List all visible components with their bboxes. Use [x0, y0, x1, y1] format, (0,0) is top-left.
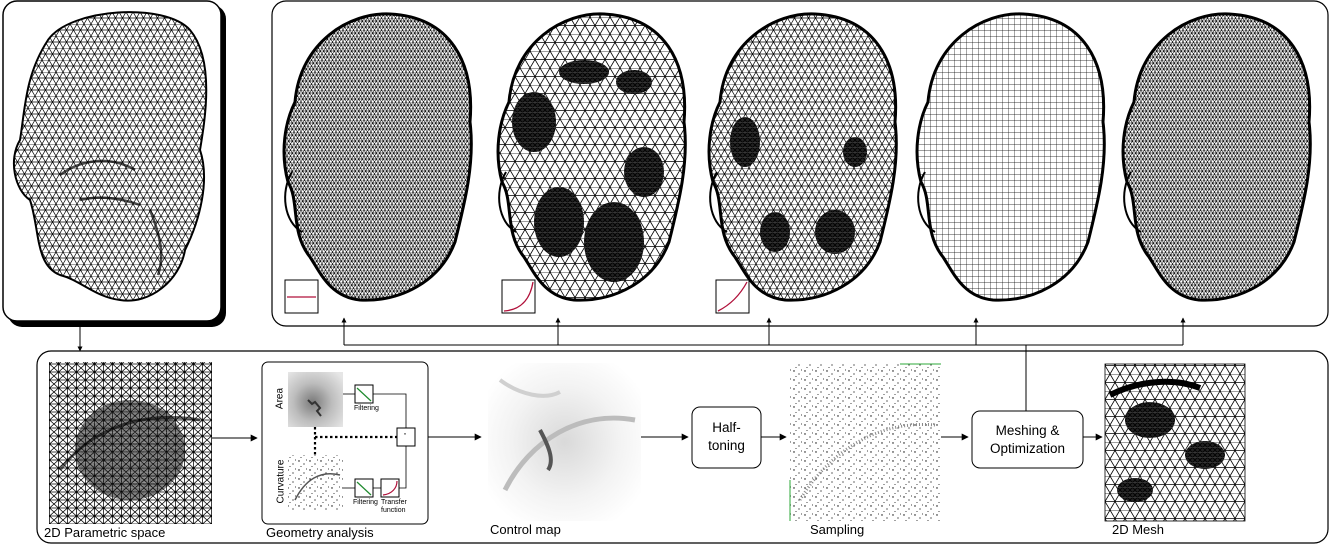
result-head-isotropic [1123, 14, 1310, 300]
stage-label-2d-mesh: 2D Mesh [1112, 522, 1164, 537]
result-heads [284, 14, 1310, 300]
result-head-uniform [284, 14, 471, 300]
combine-symbol: · [403, 426, 407, 440]
transfer-label-2: function [381, 507, 406, 515]
input-mesh-panel [3, 1, 226, 327]
stage-label-parametric: 2D Parametric space [44, 525, 165, 540]
result-head-adaptive-mild [709, 14, 896, 300]
sampling-image [790, 364, 941, 521]
area-label: Area [275, 379, 286, 419]
stage-label-sampling: Sampling [810, 522, 864, 537]
meshing-label: Meshing & Optimization [972, 422, 1083, 458]
transfer-icon-convex [502, 280, 535, 313]
stage-label-geometry: Geometry analysis [266, 525, 374, 540]
result-head-adaptive-strong [498, 14, 685, 300]
result-head-quad [917, 14, 1104, 300]
transfer-icon-curvature [381, 479, 399, 497]
filtering-label-area: Filtering [354, 405, 379, 413]
transfer-label-1: Transfer [381, 499, 407, 507]
halftoning-label: Half- toning [692, 419, 761, 455]
filtering-label-curvature: Filtering [353, 499, 378, 507]
curvature-label: Curvature [276, 452, 287, 512]
curvature-image [288, 455, 343, 510]
transfer-icon-linear [285, 280, 318, 313]
input-head-mesh [14, 12, 206, 301]
area-image [288, 372, 343, 427]
stage-label-control-map: Control map [490, 522, 561, 537]
transfer-icon-mild [716, 280, 749, 313]
